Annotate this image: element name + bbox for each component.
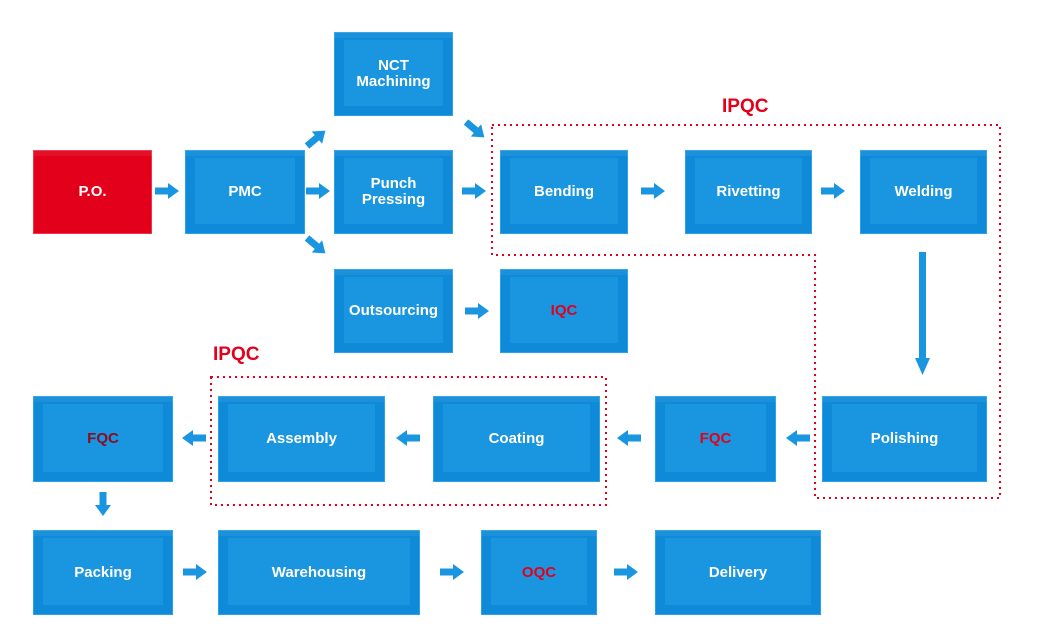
arrow-bending-to-rivetting (641, 183, 665, 199)
arrow-polishing-to-fqc (786, 430, 810, 446)
arrow-pmc-to-punch (306, 183, 330, 199)
oqc-label: OQC (521, 563, 557, 581)
arrow-packing-to-warehousing (183, 564, 207, 580)
delivery-label: Delivery (708, 563, 768, 581)
ipqc-label-bottom: IPQC (213, 344, 260, 365)
iqc-box[interactable]: IQC (500, 269, 628, 353)
po-box[interactable]: P.O. (33, 150, 152, 234)
ipqc-label-top: IPQC (722, 96, 769, 117)
fqc-box-final[interactable]: FQC (33, 396, 173, 482)
oqc-box[interactable]: OQC (481, 530, 597, 615)
packing-label: Packing (74, 563, 132, 581)
ipqc-region-top-outline (491, 124, 1001, 499)
assembly-label: Assembly (266, 430, 337, 447)
bending-box[interactable]: Bending (500, 150, 628, 234)
arrow-rivetting-to-welding (821, 183, 845, 199)
assembly-box[interactable]: Assembly (218, 396, 385, 482)
arrow-assembly-to-fqc (182, 430, 206, 446)
rivetting-box[interactable]: Rivetting (685, 150, 812, 234)
arrow-welding-to-polishing-head (915, 358, 930, 375)
arrow-pmc-to-nct (301, 124, 331, 153)
outsourcing-label: Outsourcing (348, 302, 439, 319)
nct-machining-box[interactable]: NCT Machining (334, 32, 453, 116)
nct-machining-label: NCT Machining (356, 57, 431, 90)
warehousing-box[interactable]: Warehousing (218, 530, 420, 615)
punch-pressing-box[interactable]: Punch Pressing (334, 150, 453, 234)
arrow-pmc-to-outsourcing (301, 231, 331, 260)
polishing-label: Polishing (870, 430, 939, 447)
polishing-box[interactable]: Polishing (822, 396, 987, 482)
delivery-box[interactable]: Delivery (655, 530, 821, 615)
pmc-label: PMC (228, 183, 262, 200)
pmc-box[interactable]: PMC (185, 150, 305, 234)
arrow-coating-to-assembly (396, 430, 420, 446)
punch-pressing-label: Punch Pressing (361, 175, 426, 208)
packing-box[interactable]: Packing (33, 530, 173, 615)
coating-label: Coating (488, 430, 545, 447)
arrow-fqc-to-coating (617, 430, 641, 446)
warehousing-label: Warehousing (271, 563, 367, 581)
fqc-box[interactable]: FQC (655, 396, 776, 482)
arrow-fqc-to-packing (95, 492, 111, 516)
arrow-nct-to-bending (460, 115, 490, 144)
outsourcing-box[interactable]: Outsourcing (334, 269, 453, 353)
arrow-po-to-pmc (155, 183, 179, 199)
iqc-label: IQC (550, 302, 578, 319)
arrow-oqc-to-delivery (614, 564, 638, 580)
coating-box[interactable]: Coating (433, 396, 600, 482)
arrow-punch-to-bending (462, 183, 486, 199)
fqc-final-label: FQC (87, 430, 119, 447)
welding-box[interactable]: Welding (860, 150, 987, 234)
ipqc-region-bottom-outline (210, 376, 607, 506)
bending-label: Bending (534, 183, 594, 200)
arrow-outsourcing-to-iqc (465, 303, 489, 319)
welding-label: Welding (894, 183, 953, 200)
arrow-warehousing-to-oqc (440, 564, 464, 580)
fqc-label: FQC (699, 430, 732, 447)
arrow-welding-to-polishing-shaft (919, 252, 926, 360)
po-label: P.O. (78, 183, 107, 200)
rivetting-label: Rivetting (716, 183, 781, 200)
